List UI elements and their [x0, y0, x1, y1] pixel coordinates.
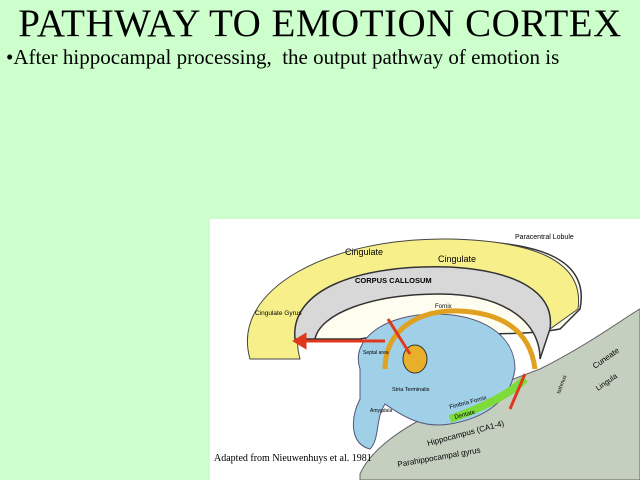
output-arrows: [292, 318, 527, 410]
label-septal: Septal area: [363, 350, 389, 356]
limbic-diagram-figure: Paracentral Lobule Cingulate Cingulate C…: [210, 219, 640, 480]
limbic-diagram: Paracentral Lobule Cingulate Cingulate C…: [247, 234, 640, 480]
slide-title: PATHWAY TO EMOTION CORTEX: [18, 2, 622, 45]
corpus-callosum: [294, 266, 552, 360]
label-corpus-callosum: CORPUS CALLOSUM: [355, 276, 432, 285]
bullet-item: •After hippocampal processing, the outpu…: [6, 44, 636, 70]
label-fornix: Fornix: [435, 304, 452, 310]
label-cingulate-1: Cingulate: [345, 247, 383, 257]
label-paracentral-lobule: Paracentral Lobule: [515, 234, 574, 241]
bullet-text: After hippocampal processing, the output…: [13, 45, 560, 69]
label-cingulate-gyrus: Cingulate Gyrus: [255, 310, 302, 317]
label-dentate: Dentate: [454, 410, 476, 421]
label-stria-terminalis: Stria Terminalis: [392, 387, 430, 393]
bullet-marker: •: [6, 45, 14, 69]
figure-caption: Adapted from Nieuwenhuys et al. 1981: [214, 453, 372, 464]
label-cingulate-2: Cingulate: [438, 254, 476, 264]
label-amygdala: Amygdala: [370, 408, 392, 414]
fornix-path: [382, 308, 538, 370]
